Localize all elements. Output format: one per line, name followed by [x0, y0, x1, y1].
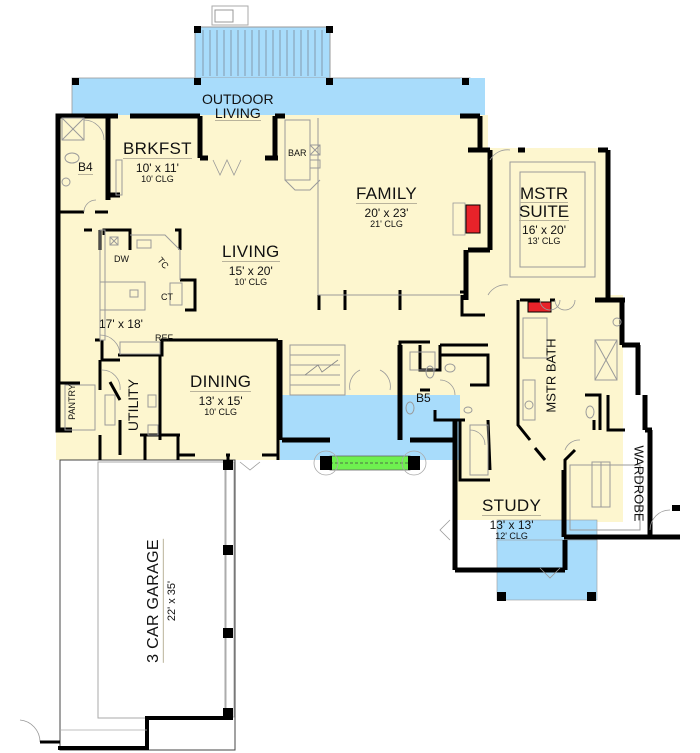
garage: [19, 459, 236, 751]
label-ref: REF: [155, 333, 173, 343]
room-ceiling: 21' CLG: [370, 219, 403, 229]
room-dimensions: 22' x 35': [165, 580, 178, 622]
label-wardrobe: WARDROBE: [631, 445, 647, 522]
label-ct: CT: [161, 292, 173, 302]
master-fireplace: [527, 301, 552, 313]
label-mstr-bath: MSTR BATH: [543, 338, 559, 413]
room-ceiling: 10' CLG: [141, 174, 174, 184]
upper-deck: [194, 5, 333, 80]
room-name: DINING: [190, 372, 252, 392]
room-dimensions: 15' x 20': [228, 264, 273, 278]
label-outdoor-living: OUTDOOR LIVING: [202, 91, 274, 121]
label-utility: UTILITY: [125, 378, 142, 432]
label-study: STUDY 13' x 13' 12' CLG: [482, 496, 542, 541]
family-fireplace: [465, 204, 481, 234]
room-name: 3 CAR GARAGE: [144, 539, 164, 663]
room-dimensions: 13' x 13': [489, 518, 534, 532]
label-b5: B5: [416, 391, 431, 405]
exterior-light: [672, 505, 680, 511]
interior-fill: [56, 115, 623, 522]
room-name: LIVING: [222, 242, 280, 262]
room-name: BRKFST: [123, 139, 192, 159]
room-ceiling: 10' CLG: [234, 277, 268, 287]
walls: [55, 113, 680, 573]
label-kitchen-dim: 17' x 18': [99, 317, 143, 331]
room-dimensions: 13' x 15': [198, 394, 243, 408]
room-ceiling: 12' CLG: [495, 531, 528, 541]
label-dining: DINING 13' x 15' 10' CLG: [190, 372, 252, 417]
interior-walls: [58, 210, 625, 482]
label-brkfst: BRKFST 10' x 11' 10' CLG: [123, 140, 192, 184]
label-dw: DW: [114, 254, 129, 264]
label-living: LIVING 15' x 20' 10' CLG: [222, 243, 280, 287]
room-ceiling: 10' CLG: [204, 407, 238, 417]
room-dimensions: 20' x 23': [364, 206, 409, 220]
label-b4: B4: [78, 160, 93, 175]
doors: [83, 119, 671, 579]
label-bar: BAR: [288, 148, 307, 158]
room-dimensions: 10' x 11': [135, 161, 179, 175]
room-ceiling: 13' CLG: [527, 236, 561, 246]
label-mstr-suite: MSTR SUITE 16' x 20' 13' CLG: [519, 184, 570, 246]
label-garage: 3 CAR GARAGE 22' x 35': [144, 539, 178, 663]
label-family: FAMILY 20' x 23' 21' CLG: [356, 184, 418, 229]
room-name: FAMILY: [356, 184, 418, 204]
fixtures: [61, 117, 641, 531]
label-pantry: PANTRY: [66, 384, 77, 420]
room-dimensions: 16' x 20': [522, 223, 566, 237]
room-name: STUDY: [482, 496, 542, 516]
stair-break: [304, 359, 339, 376]
